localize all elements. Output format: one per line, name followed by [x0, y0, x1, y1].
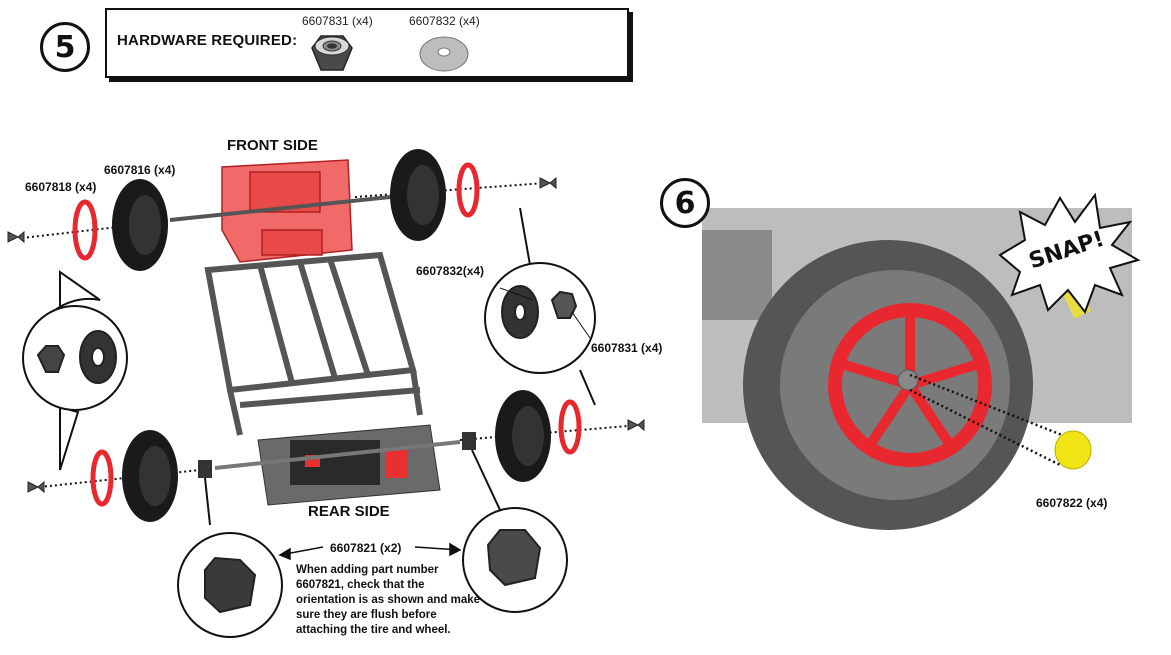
hardware-code-lock-nut: 6607831 (x4)	[302, 14, 373, 28]
washer-icon	[419, 36, 469, 72]
callout-axle-cap: 6607822 (x4)	[1036, 496, 1108, 510]
rear-left-axle-line	[39, 469, 201, 488]
chassis-frame	[204, 251, 423, 436]
step6-hubcap	[828, 303, 992, 467]
callout-nut: 6607831 (x4)	[591, 341, 663, 355]
callout-hubcap: 6607818 (x4)	[25, 180, 97, 194]
callout-bushing: 6607821 (x2)	[330, 541, 402, 555]
bushing-zoom-right	[462, 449, 568, 613]
hubcap-front-right	[456, 162, 480, 218]
wing-nut-rear-left	[27, 480, 45, 494]
step-5-number: 5	[54, 29, 76, 65]
step-5-badge: 5	[40, 22, 90, 72]
axle-cap	[1054, 430, 1092, 470]
hardware-required-box: HARDWARE REQUIRED: 6607831 (x4) 6607832 …	[105, 8, 629, 78]
bushing-orientation-note: When adding part number 6607821, check t…	[296, 564, 481, 636]
tire-rear-left	[122, 430, 178, 522]
hardware-required-title: HARDWARE REQUIRED:	[117, 32, 298, 49]
wing-nut-rear-right	[627, 418, 645, 432]
callout-tire: 6607816 (x4)	[104, 163, 176, 177]
front-axle	[169, 194, 401, 222]
tire-front-right	[390, 149, 446, 241]
front-right-axle-line	[354, 182, 546, 198]
step-6-number: 6	[674, 185, 696, 221]
front-side-label: FRONT SIDE	[227, 137, 318, 154]
rear-axle	[214, 440, 461, 470]
bushing-zoom-left	[177, 477, 283, 638]
bushing-rear-left	[198, 460, 212, 478]
wing-nut-front-right	[539, 176, 557, 190]
left-zoom-bubble	[22, 270, 128, 471]
right-zoom-bubble	[484, 207, 596, 406]
rear-gearbox	[257, 424, 441, 506]
lock-nut-icon	[311, 35, 353, 71]
hardware-code-washer: 6607832 (x4)	[409, 14, 480, 28]
bushing-rear-right	[462, 432, 476, 450]
rear-side-label: REAR SIDE	[308, 503, 390, 520]
hubcap-rear-left	[90, 449, 114, 507]
step-6-badge: 6	[660, 178, 710, 228]
wing-nut-front-left	[7, 230, 25, 244]
hubcap-front-left	[72, 199, 98, 261]
snap-burst	[998, 192, 1141, 315]
tire-front-left	[112, 179, 168, 271]
hubcap-rear-right	[558, 399, 582, 455]
callout-washer: 6607832(x4)	[416, 264, 485, 278]
tire-rear-right	[495, 390, 551, 482]
